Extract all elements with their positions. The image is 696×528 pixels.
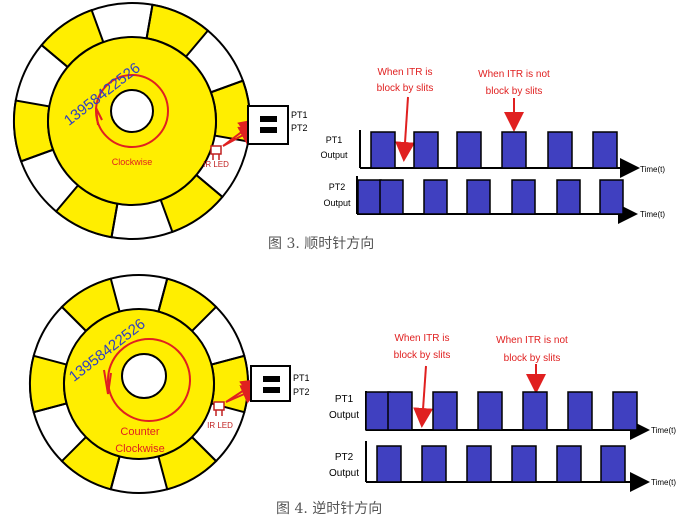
pulse: [511, 179, 536, 215]
pulse: [432, 391, 458, 431]
pt2-output-label-line-2: Output: [329, 468, 359, 479]
pt1-output-label-line-1: PT1: [335, 394, 354, 405]
annotation-left: When ITR is block by slits: [377, 67, 434, 162]
pt1-output-label-line-2: Output: [329, 410, 359, 421]
encoder-divider: [157, 278, 169, 312]
time-label-1: Time(t): [651, 426, 676, 435]
rotation-label-line-2: Clockwise: [115, 443, 165, 455]
pulse: [522, 391, 548, 431]
pt2-output-label-line-2: Output: [323, 198, 351, 208]
encoder-segments: [29, 277, 249, 491]
annotation-right-line-1: When ITR is not: [496, 335, 568, 346]
encoder-divider: [20, 148, 54, 163]
encoder-divider: [61, 306, 87, 332]
annotation-left-arrow: [413, 365, 434, 428]
sensor-label-pt1: PT1: [293, 373, 310, 383]
pulse: [365, 391, 391, 431]
pulse: [379, 179, 404, 215]
pulse: [556, 179, 581, 215]
pulse: [592, 131, 618, 169]
pulse: [477, 391, 503, 431]
encoder-divider: [195, 174, 224, 198]
pt1-output-label-line-1: PT1: [326, 135, 343, 145]
annotation-left-line-2: block by slits: [377, 83, 434, 94]
pulse: [466, 179, 491, 215]
encoder-hub: [121, 353, 167, 399]
encoder-slot-segment: [29, 354, 68, 414]
annotation-right-line-2: block by slits: [486, 86, 543, 97]
figure-caption: 图 3. 顺时针方向: [268, 236, 374, 252]
time-label-2: Time(t): [640, 210, 665, 219]
figure-4: Counter Clockwise 13958422526 IR LED PT1…: [29, 274, 676, 517]
pulse: [387, 391, 413, 431]
ir-led: IR LED: [207, 401, 233, 430]
time-label-2: Time(t): [651, 478, 676, 487]
annotation-left: When ITR is block by slits: [394, 333, 451, 428]
pulse: [370, 131, 396, 169]
pulse: [466, 445, 492, 483]
encoder-divider: [210, 79, 244, 94]
annotation-right-line-2: block by slits: [504, 353, 561, 364]
pt2-waveform: [357, 179, 624, 215]
encoder-divider: [40, 44, 69, 68]
encoder-divider: [110, 203, 119, 238]
pt1-output-label-line-2: Output: [320, 150, 348, 160]
ir-led: IR LED: [203, 145, 229, 169]
encoder-disk: Counter Clockwise 13958422526: [29, 274, 249, 494]
pulse: [547, 131, 573, 169]
pulse: [357, 179, 382, 215]
annotation-left-line-1: When ITR is: [377, 67, 432, 78]
rotation-label-line-1: Counter: [120, 426, 159, 438]
pulse: [456, 131, 482, 169]
pulse: [600, 445, 626, 483]
pulse: [421, 445, 447, 483]
pulse: [612, 391, 638, 431]
encoder-disk: Clockwise 13958422526: [13, 2, 251, 240]
annotation-left-arrow: [395, 96, 416, 162]
sensor-label-pt2: PT2: [291, 123, 308, 133]
pulse: [376, 445, 402, 483]
sensor-label-pt1: PT1: [291, 110, 308, 120]
pt2-waveform: [376, 445, 626, 483]
photo-sensor: PT1 PT2: [247, 105, 308, 145]
pulse: [567, 391, 593, 431]
annotation-right: When ITR is not block by slits: [496, 335, 568, 394]
annotation-left-line-1: When ITR is: [394, 333, 449, 344]
pt2-output-label-line-1: PT2: [329, 182, 346, 192]
encoder-divider: [145, 4, 154, 39]
pt1-waveform: [370, 131, 618, 169]
encoder-divider: [109, 456, 121, 490]
figure-3: Clockwise 13958422526 IR LED PT1 PT2 Whe…: [13, 2, 665, 252]
pulse: [501, 131, 527, 169]
rotation-label: Clockwise: [112, 157, 153, 167]
annotation-left-line-2: block by slits: [394, 350, 451, 361]
pulse: [511, 445, 537, 483]
pulse: [556, 445, 582, 483]
pulse: [423, 179, 448, 215]
led-label: IR LED: [207, 421, 233, 430]
pulse: [599, 179, 624, 215]
rotation-arrowhead: [103, 369, 112, 395]
pulse: [413, 131, 439, 169]
figure-caption: 图 4. 逆时针方向: [276, 501, 382, 517]
annotation-right-line-1: When ITR is not: [478, 69, 550, 80]
rotation-arrowhead: [95, 107, 103, 126]
pt2-output-label-line-1: PT2: [335, 452, 354, 463]
pt1-waveform: [365, 391, 638, 431]
encoder-divider: [211, 354, 245, 366]
encoder-divider: [33, 402, 67, 414]
time-label-1: Time(t): [640, 165, 665, 174]
photo-sensor: PT1 PT2: [250, 365, 310, 402]
led-label: IR LED: [203, 160, 229, 169]
sensor-label-pt2: PT2: [293, 387, 310, 397]
encoder-divider: [191, 436, 217, 462]
encoder-hub: [110, 89, 154, 133]
annotation-right: When ITR is not block by slits: [478, 69, 550, 132]
encoder-segments: [13, 3, 251, 239]
